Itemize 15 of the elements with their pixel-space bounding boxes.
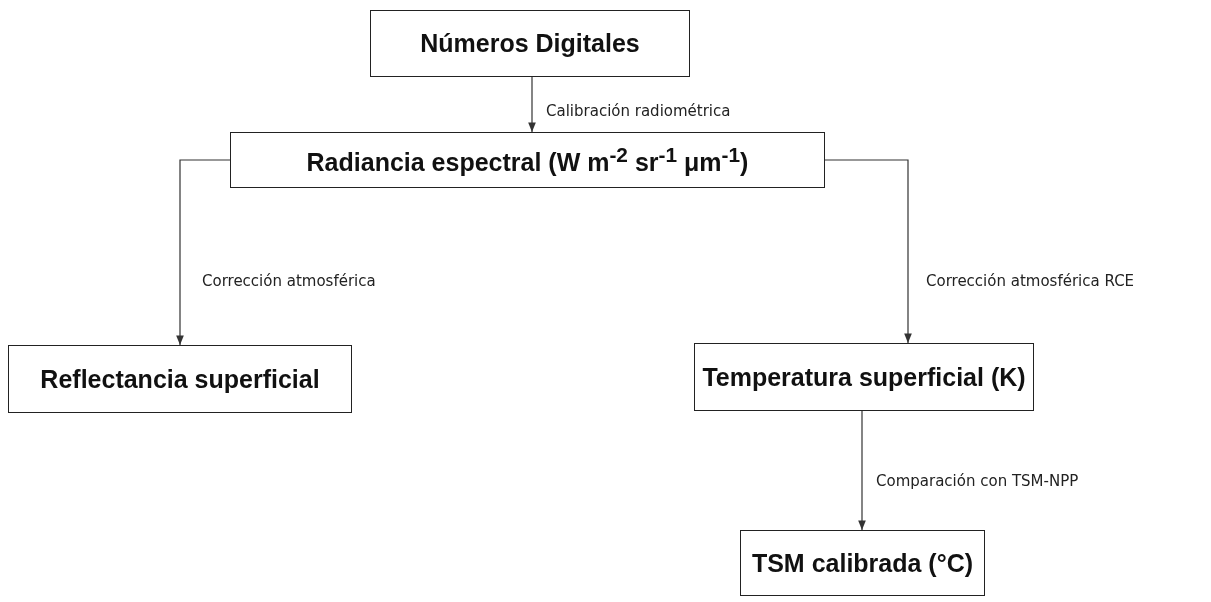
edge-label: Comparación con TSM-NPP bbox=[876, 472, 1079, 490]
arrow bbox=[176, 159, 231, 346]
box-label: Temperatura superficial (K) bbox=[702, 362, 1026, 392]
box-label: Números Digitales bbox=[420, 29, 640, 58]
box-label: TSM calibrada (°C) bbox=[751, 548, 974, 578]
arrow bbox=[824, 159, 912, 344]
process-box bbox=[694, 343, 1034, 411]
arrow bbox=[528, 76, 536, 133]
box-label: Reflectancia superficial bbox=[40, 364, 320, 394]
arrow bbox=[858, 410, 866, 531]
process-box bbox=[740, 530, 985, 596]
box-label: Radiancia espectral (W m$^{-2}$ sr$^{-1}$ μm$^{-1}$) bbox=[306, 142, 749, 178]
process-box bbox=[230, 132, 825, 188]
process-box bbox=[8, 345, 352, 413]
process-box bbox=[370, 10, 690, 77]
